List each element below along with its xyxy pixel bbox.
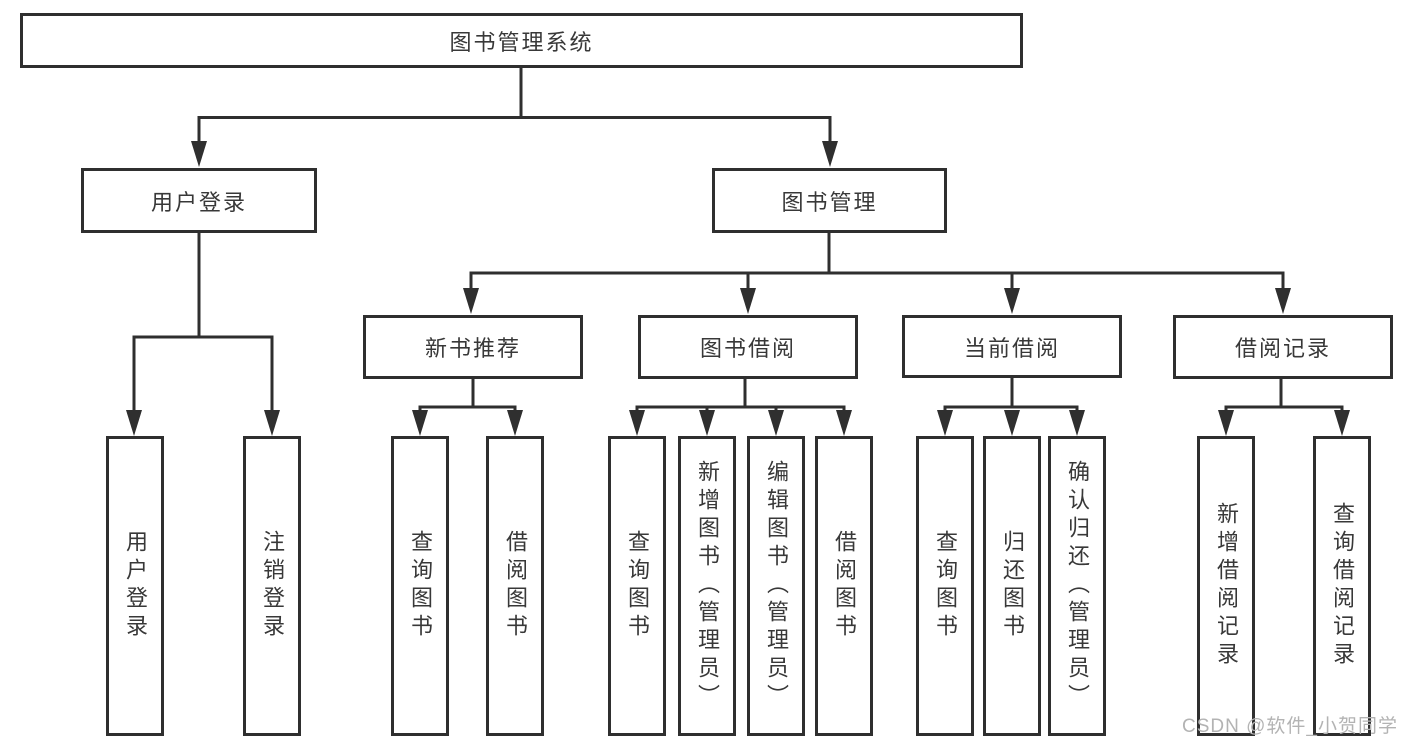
leaf-query-borrow-record: 查询借阅记录: [1313, 436, 1371, 736]
node-book-management: 图书管理: [712, 168, 947, 233]
leaf-return-books: 归还图书: [983, 436, 1041, 736]
node-label: 归还图书: [1000, 530, 1025, 642]
leaf-borrow-books: 借阅图书: [815, 436, 873, 736]
node-label: 借阅图书: [503, 530, 528, 642]
node-label: 注销登录: [260, 530, 285, 642]
node-label: 新增图书（管理员）: [695, 460, 720, 712]
leaf-borrow-books-recommend: 借阅图书: [486, 436, 544, 736]
node-label: 查询图书: [933, 530, 958, 642]
node-user-login: 用户登录: [81, 168, 317, 233]
node-book-borrowing: 图书借阅: [638, 315, 858, 379]
node-label: 查询借阅记录: [1330, 502, 1355, 670]
arrowheads: [126, 141, 1350, 436]
node-label: 当前借阅: [963, 335, 1060, 361]
csdn-watermark: CSDN @软件_小贺同学: [1182, 716, 1398, 737]
node-label: 借阅记录: [1234, 336, 1331, 361]
leaf-logout: 注销登录: [243, 436, 301, 736]
node-label: 借阅图书: [832, 530, 857, 642]
leaf-confirm-return-admin: 确认归还（管理员）: [1048, 436, 1106, 736]
leaf-add-borrow-record: 新增借阅记录: [1197, 436, 1255, 736]
leaf-query-books-current: 查询图书: [916, 436, 974, 736]
node-label: 图书借阅: [699, 336, 796, 361]
leaf-query-books-recommend: 查询图书: [391, 436, 449, 736]
node-new-book-recommendation: 新书推荐: [363, 315, 583, 379]
node-root-library-management-system: 图书管理系统: [20, 13, 1023, 68]
node-label: 用户登录: [123, 530, 148, 642]
node-label: 查询图书: [625, 530, 650, 642]
node-borrowing-records: 借阅记录: [1173, 315, 1393, 379]
leaf-add-books-admin: 新增图书（管理员）: [678, 436, 736, 736]
node-label: 确认归还（管理员）: [1065, 460, 1090, 712]
node-label: 新书推荐: [424, 336, 521, 361]
node-label: 编辑图书（管理员）: [764, 460, 789, 712]
leaf-user-login: 用户登录: [106, 436, 164, 736]
leaf-query-books-borrowing: 查询图书: [608, 436, 666, 736]
leaf-edit-books-admin: 编辑图书（管理员）: [747, 436, 805, 736]
node-label: 图书管理: [781, 189, 878, 215]
node-label: 查询图书: [408, 530, 433, 642]
node-label: 新增借阅记录: [1214, 502, 1239, 670]
node-label: 图书管理系统: [449, 29, 594, 55]
node-current-borrowing: 当前借阅: [902, 315, 1122, 378]
node-label: 用户登录: [150, 189, 247, 215]
